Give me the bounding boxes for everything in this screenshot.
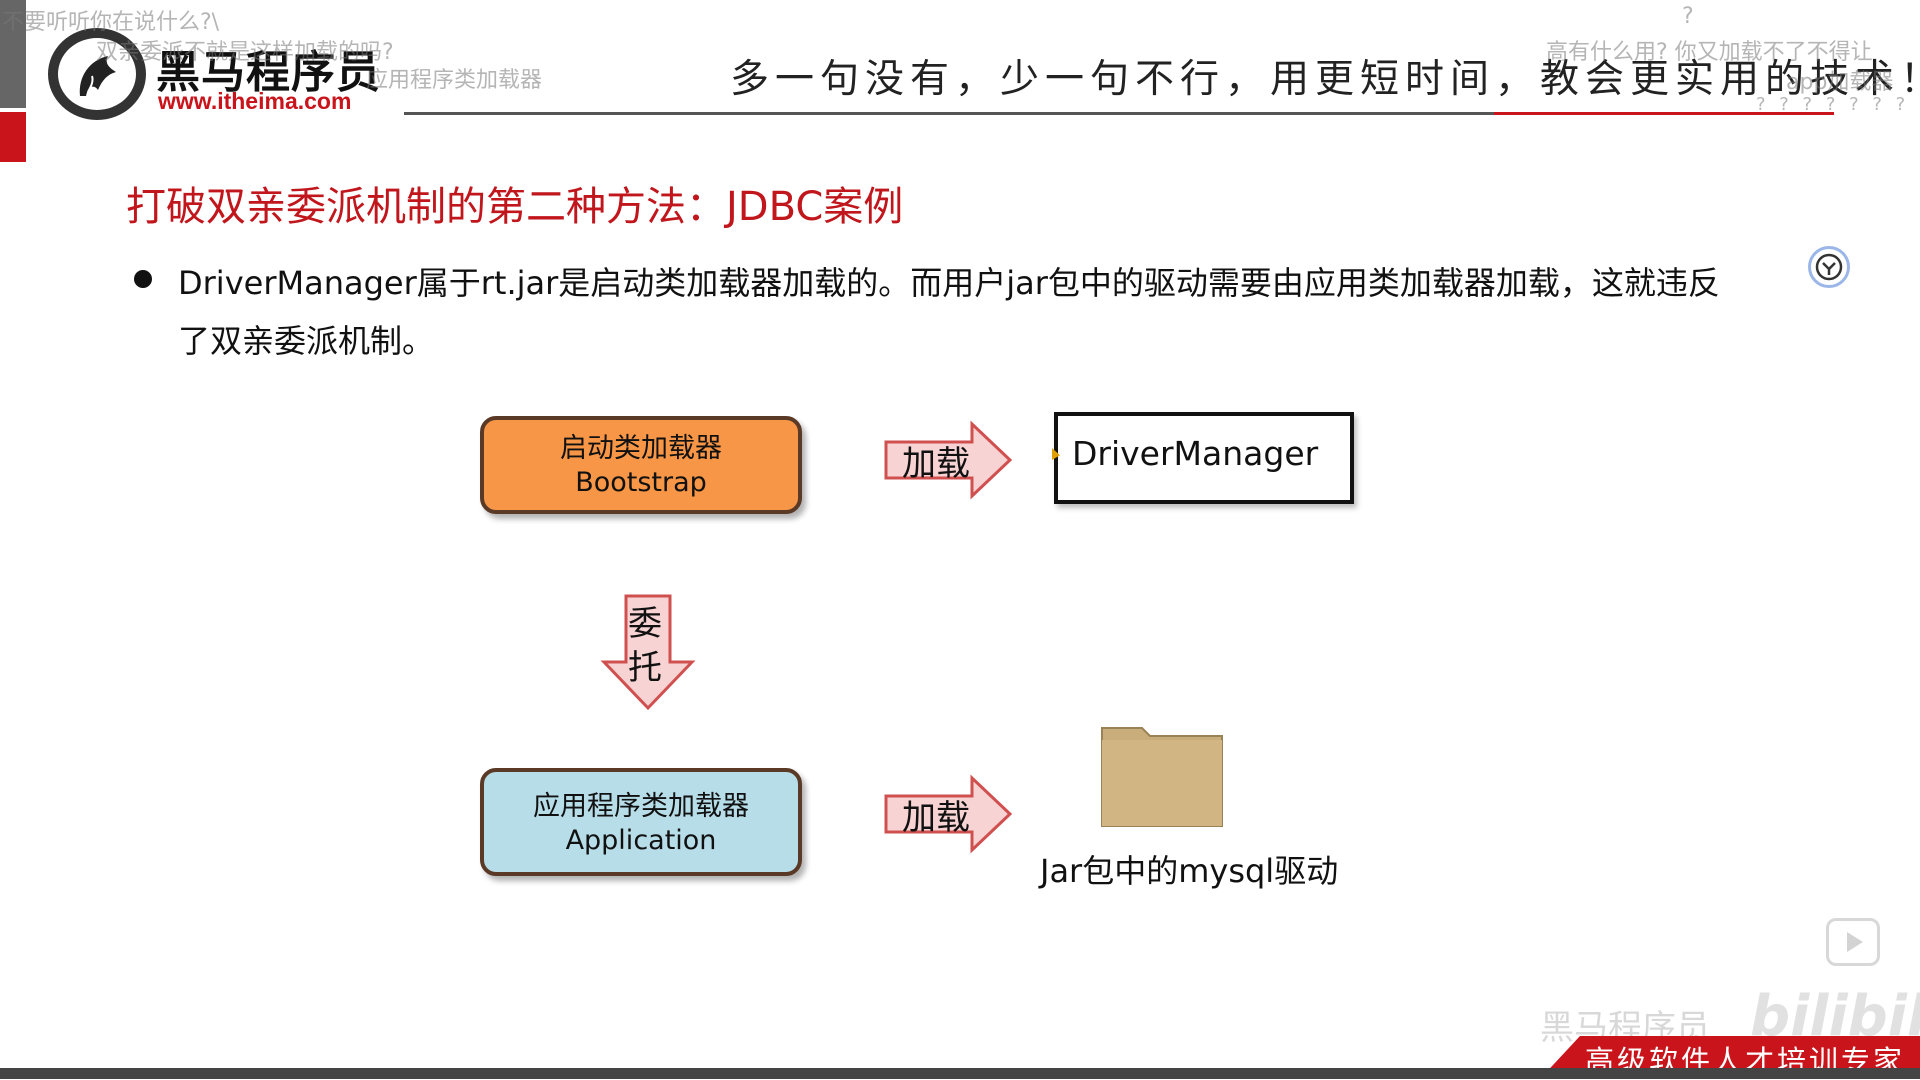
danmaku-comment: app加载器 <box>1786 70 1894 95</box>
footer-bar <box>0 1068 1920 1079</box>
header-divider-accent <box>1494 112 1834 115</box>
bootstrap-label-cn: 启动类加载器 <box>560 433 722 464</box>
left-edge-red-bar <box>0 112 26 162</box>
delegate-arrow-down-icon <box>600 594 696 711</box>
header-divider <box>404 112 1494 115</box>
bullet-text-line-2: 了双亲委派机制。 <box>178 322 435 360</box>
application-loader-box: 应用程序类加载器 Application <box>480 768 802 876</box>
bootstrap-loader-box: 启动类加载器 Bootstrap <box>480 416 802 514</box>
application-label-en: Application <box>565 825 717 856</box>
folder-icon <box>1101 727 1223 827</box>
application-label-cn: 应用程序类加载器 <box>533 791 749 822</box>
left-edge-gray-bar <box>0 0 26 108</box>
bootstrap-label-en: Bootstrap <box>575 467 707 498</box>
danmaku-comment: 双亲委派不就是这样加载的吗? <box>96 40 394 65</box>
load-arrow-right-icon <box>884 774 1013 854</box>
danmaku-comment: 应用程序类加载器 <box>366 68 543 93</box>
logo-horse-icon <box>48 28 146 120</box>
header-slogan: 多一句没有，少一句不行，用更短时间，教会更实用的技术！ <box>730 57 1920 102</box>
danmaku-comment: ? ? ? ? ? ? ? <box>1756 94 1910 115</box>
danmaku-comment: 不要听听你在说什么?\ <box>2 10 220 35</box>
load-arrow-label: 加载 <box>902 798 970 838</box>
smiley-icon[interactable] <box>1808 246 1850 288</box>
delegate-label-2: 托 <box>628 648 662 688</box>
logo-brand-text: 黑马程序员 <box>156 47 381 98</box>
delegate-label-1: 委 <box>628 604 662 644</box>
bullet-icon <box>134 270 152 288</box>
mouse-cursor-icon <box>1052 448 1060 460</box>
danmaku-comment: 高有什么用? 你又加载不了不得让 <box>1546 40 1873 65</box>
driver-manager-box: DriverManager <box>1054 412 1354 504</box>
logo-url: www.itheima.com <box>158 88 352 114</box>
play-icon[interactable] <box>1826 918 1880 966</box>
bullet-text-line-1: DriverManager属于rt.jar是启动类加载器加载的。而用户jar包中… <box>178 264 1720 302</box>
danmaku-comment: ? <box>1682 4 1694 29</box>
folder-caption: Jar包中的mysql驱动 <box>1040 852 1339 890</box>
load-arrow-right-icon <box>884 420 1013 500</box>
load-arrow-label: 加载 <box>902 444 970 484</box>
slide-title: 打破双亲委派机制的第二种方法：JDBC案例 <box>126 184 904 230</box>
